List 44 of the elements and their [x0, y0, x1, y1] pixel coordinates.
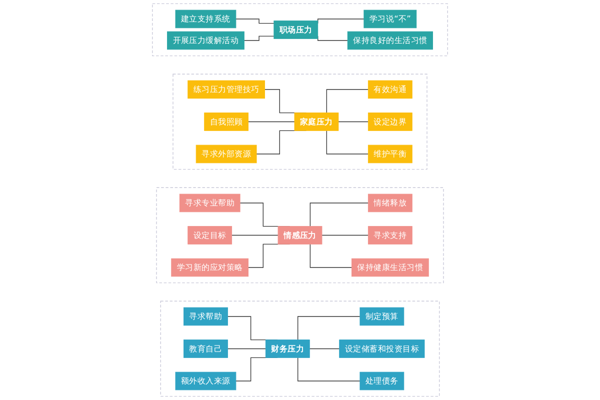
- node-box: 家庭压力: [294, 112, 339, 131]
- connector: [236, 18, 274, 24]
- node-box: 处理债务: [360, 372, 404, 390]
- connector: [231, 234, 278, 236]
- connector: [248, 121, 295, 122]
- node-box: 设定目标: [188, 226, 232, 244]
- node-box: 自我照顾: [204, 112, 249, 131]
- cluster: [152, 3, 448, 56]
- node-box: 保持良好的生活习惯: [347, 31, 433, 50]
- node-box: 制定预算: [360, 307, 404, 326]
- node-box: 设定边界: [368, 112, 412, 131]
- node-box: 教育自己: [184, 340, 228, 358]
- node-box: 寻求外部资源: [196, 144, 257, 164]
- node-box: 学习新的应对策略: [171, 258, 249, 277]
- connector: [309, 348, 340, 350]
- node-box: 开展压力缓解活动: [167, 31, 244, 50]
- connector: [310, 244, 352, 268]
- node-box: 寻求帮助: [184, 307, 228, 326]
- cluster: [172, 74, 428, 170]
- node-box: 职场压力: [274, 20, 318, 39]
- connector: [326, 130, 369, 154]
- connector: [298, 357, 360, 382]
- connector: [338, 121, 369, 122]
- node-box: 有效沟通: [368, 80, 412, 99]
- connector: [310, 202, 369, 227]
- node-box: 建立支持系统: [175, 10, 236, 28]
- node-box: 练习压力管理技巧: [188, 80, 265, 99]
- node-box: 情绪释放: [368, 194, 412, 212]
- node-box: 额外收入来源: [175, 372, 236, 390]
- node-box: 保持健康生活习惯: [351, 258, 429, 277]
- connector: [227, 348, 266, 350]
- node-box: 寻求支持: [368, 226, 412, 244]
- node-box: 设定储蓄和投资目标: [339, 340, 425, 358]
- cluster: [160, 300, 440, 397]
- connector: [326, 89, 369, 114]
- node-box: 财务压力: [265, 340, 310, 358]
- node-box: 寻求专业帮助: [179, 194, 240, 212]
- cluster: [156, 187, 444, 284]
- connector: [298, 316, 360, 340]
- node-box: 维护平衡: [368, 144, 412, 164]
- node-box: 学习说“不”: [364, 10, 417, 28]
- connector: [244, 36, 274, 41]
- node-box: 情感压力: [278, 226, 322, 244]
- connector: [322, 234, 369, 236]
